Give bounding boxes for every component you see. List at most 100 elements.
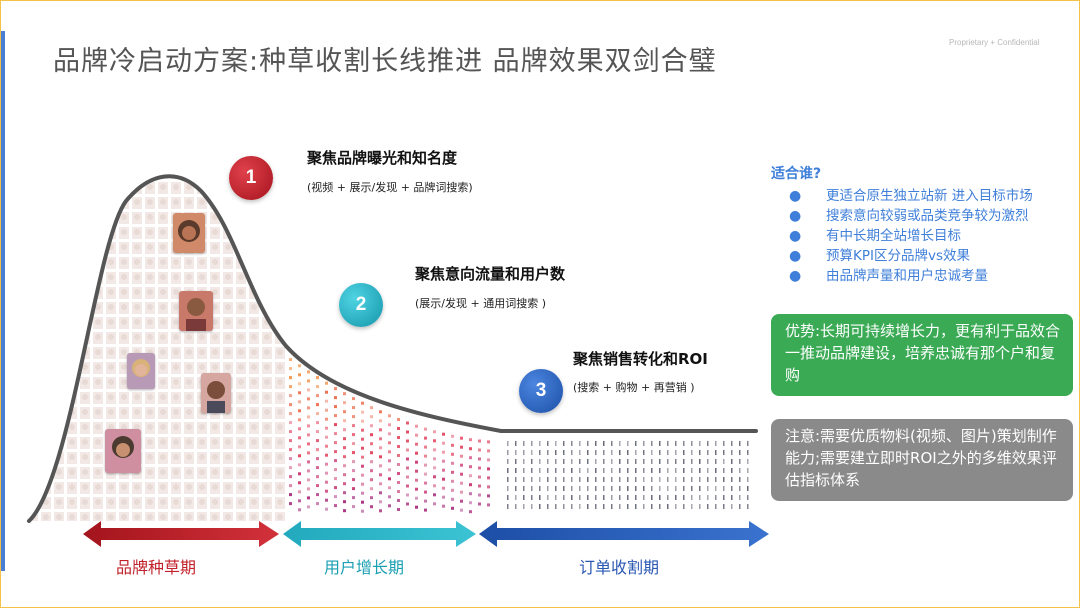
- harvest-dash: [739, 441, 741, 446]
- harvest-dash: [531, 441, 533, 446]
- harvest-dash: [523, 486, 525, 491]
- growth-dot: [487, 440, 490, 443]
- harvest-dash: [699, 459, 701, 464]
- harvest-dash: [571, 477, 573, 482]
- harvest-dash: [683, 495, 685, 500]
- harvest-dash: [683, 459, 685, 464]
- growth-dot: [343, 491, 346, 494]
- list-item: ●由品牌声量和用户忠诚考量: [771, 266, 1033, 286]
- harvest-dash: [699, 486, 701, 491]
- harvest-dash: [515, 441, 517, 446]
- harvest-dash: [603, 459, 605, 464]
- growth-dot: [325, 391, 328, 394]
- harvest-dash: [539, 450, 541, 455]
- growth-dot: [487, 476, 490, 479]
- harvest-dash: [619, 459, 621, 464]
- growth-dot: [442, 460, 445, 463]
- harvest-dash: [515, 477, 517, 482]
- harvest-dash: [659, 459, 661, 464]
- growth-dot: [478, 494, 481, 497]
- growth-dot: [433, 502, 436, 505]
- growth-dot: [307, 406, 310, 409]
- harvest-dash: [563, 441, 565, 446]
- growth-dot: [451, 444, 454, 447]
- growth-dot: [361, 411, 364, 414]
- harvest-dash: [651, 441, 653, 446]
- harvest-dash: [507, 486, 509, 491]
- growth-dot: [343, 428, 346, 431]
- growth-dot: [469, 447, 472, 450]
- growth-dot: [325, 472, 328, 475]
- growth-dot: [307, 424, 310, 427]
- harvest-dash: [515, 504, 517, 509]
- harvest-dash: [715, 504, 717, 509]
- harvest-dash: [739, 459, 741, 464]
- phase-label-brand: 品牌种草期: [116, 554, 196, 578]
- harvest-dash: [555, 477, 557, 482]
- growth-dot: [451, 480, 454, 483]
- harvest-dash: [515, 459, 517, 464]
- harvest-dash: [691, 450, 693, 455]
- harvest-dash: [659, 468, 661, 473]
- growth-dot: [370, 496, 373, 499]
- harvest-dash: [579, 504, 581, 509]
- harvest-dash: [731, 459, 733, 464]
- growth-dot: [406, 467, 409, 470]
- growth-dot: [289, 412, 292, 415]
- growth-dot: [298, 427, 301, 430]
- harvest-dash: [547, 468, 549, 473]
- growth-dot: [433, 493, 436, 496]
- face-photo-4: [201, 373, 231, 413]
- growth-dot: [415, 425, 418, 428]
- growth-dot: [325, 382, 328, 385]
- harvest-dash: [571, 441, 573, 446]
- harvest-dash: [603, 495, 605, 500]
- harvest-dash: [635, 459, 637, 464]
- growth-dot: [397, 445, 400, 448]
- harvest-dash: [667, 504, 669, 509]
- target-audience-list: ●更适合原生独立站新 进入目标市场 ●搜索意向较弱或品类竞争较为激烈 ●有中长期…: [771, 186, 1033, 286]
- harvest-dash: [507, 468, 509, 473]
- growth-dot: [433, 475, 436, 478]
- growth-dot: [289, 367, 292, 370]
- harvest-dash: [555, 495, 557, 500]
- harvest-dash: [611, 477, 613, 482]
- brand-phase-arrow: [83, 521, 279, 547]
- growth-dot: [298, 409, 301, 412]
- growth-dot: [469, 501, 472, 504]
- harvest-dash: [683, 450, 685, 455]
- growth-dot: [388, 450, 391, 453]
- growth-dot: [298, 481, 301, 484]
- growth-phase-dots: [289, 358, 490, 513]
- growth-dot: [370, 487, 373, 490]
- growth-dot: [316, 412, 319, 415]
- growth-dot: [325, 481, 328, 484]
- growth-dot: [370, 505, 373, 508]
- bullet-icon: ●: [789, 226, 801, 246]
- harvest-dash: [547, 450, 549, 455]
- harvest-dash: [651, 486, 653, 491]
- harvest-dash: [675, 504, 677, 509]
- growth-dot: [478, 449, 481, 452]
- growth-dot: [361, 429, 364, 432]
- growth-dot: [343, 500, 346, 503]
- growth-dot: [316, 484, 319, 487]
- growth-dot: [451, 489, 454, 492]
- harvest-dash: [739, 468, 741, 473]
- harvest-dash: [691, 468, 693, 473]
- harvest-dash: [507, 495, 509, 500]
- harvest-dash: [707, 504, 709, 509]
- growth-dot: [298, 400, 301, 403]
- growth-dot: [352, 415, 355, 418]
- harvest-dash: [683, 441, 685, 446]
- growth-dot: [352, 424, 355, 427]
- harvest-dash: [579, 441, 581, 446]
- growth-dot: [424, 509, 427, 512]
- bullet-icon: ●: [789, 206, 801, 226]
- harvest-dash: [675, 441, 677, 446]
- growth-dot: [289, 493, 292, 496]
- harvest-phase-dashes: [507, 441, 749, 509]
- harvest-dash: [595, 486, 597, 491]
- harvest-dash: [667, 477, 669, 482]
- harvest-dash: [659, 477, 661, 482]
